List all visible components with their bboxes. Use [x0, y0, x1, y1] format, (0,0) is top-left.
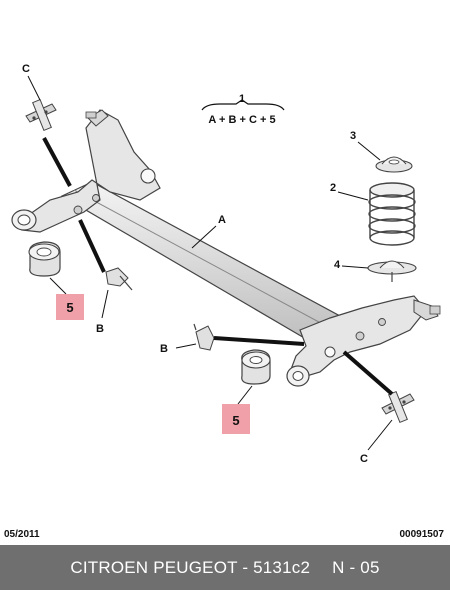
left-bushing [28, 241, 61, 277]
footer-bar: CITROEN PEUGEOT - 5131c2 N - 05 [0, 545, 450, 590]
label-B-center: B [96, 323, 104, 335]
bracket-c-top [25, 98, 57, 132]
label-B-left: B [160, 343, 168, 355]
exploded-parts-diagram: 1 A + B + C + 5 A [11, 63, 441, 465]
label-C-bottom: C [360, 453, 368, 465]
bracket-c-bottom [381, 390, 415, 424]
coil-spring [368, 182, 416, 246]
publication-date: 05/2011 [4, 529, 40, 540]
label-5-right: 5 [232, 413, 239, 428]
label-C-top: C [22, 63, 30, 75]
document-reference: 00091507 [399, 529, 445, 540]
rear-axle-beam [11, 109, 441, 387]
label-5-left: 5 [66, 300, 73, 315]
callout-box-5-right [222, 404, 250, 434]
label-3: 3 [350, 130, 356, 142]
formula-brace [201, 99, 285, 111]
label-A: A [218, 214, 226, 226]
clip-b-center [105, 267, 133, 291]
right-bushing [241, 349, 271, 385]
formula-number: 1 [239, 93, 245, 105]
spring-lower-seat [367, 260, 417, 282]
spring-upper-seat [375, 156, 413, 173]
label-4: 4 [334, 259, 341, 271]
formula-group: 1 A + B + C + 5 [201, 93, 285, 126]
callout-box-5-left [56, 294, 84, 320]
footer-brand-code: CITROEN PEUGEOT - 5131c2 [70, 557, 311, 577]
clip-b-left [193, 323, 215, 351]
formula-expression: A + B + C + 5 [208, 114, 275, 126]
label-2: 2 [330, 182, 336, 194]
footer-page-number: N - 05 [332, 557, 380, 577]
